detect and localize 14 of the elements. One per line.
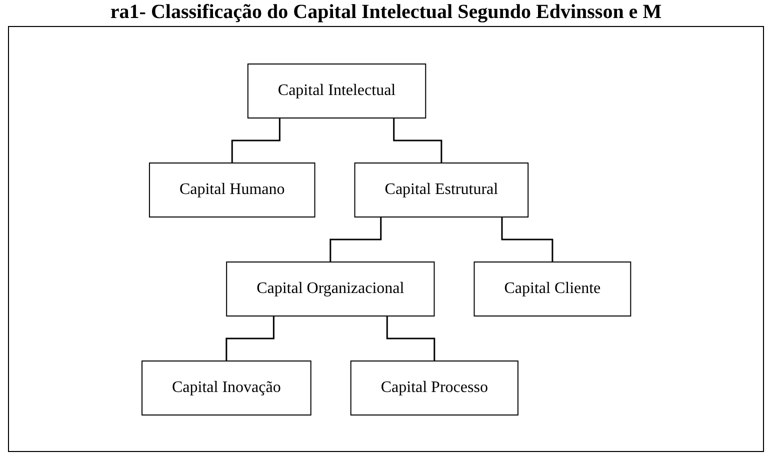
connector [386, 316, 435, 362]
node-box: Capital Intelectual [247, 63, 426, 118]
connector [392, 118, 442, 164]
connector [500, 216, 553, 262]
node-box: Capital Humano [148, 162, 315, 217]
connector [225, 316, 274, 362]
node-box: Capital Organizacional [226, 261, 434, 316]
node-box: Capital Processo [350, 360, 518, 415]
connector [329, 216, 382, 262]
connector [231, 118, 280, 164]
node-box: Capital Estrutural [354, 162, 528, 217]
figure-title: ra1- Classificação do Capital Intelectual Segundo Edvinsson e M [109, 0, 663, 24]
node-box: Capital Cliente [473, 261, 631, 316]
node-box: Capital Inovação [141, 360, 312, 415]
